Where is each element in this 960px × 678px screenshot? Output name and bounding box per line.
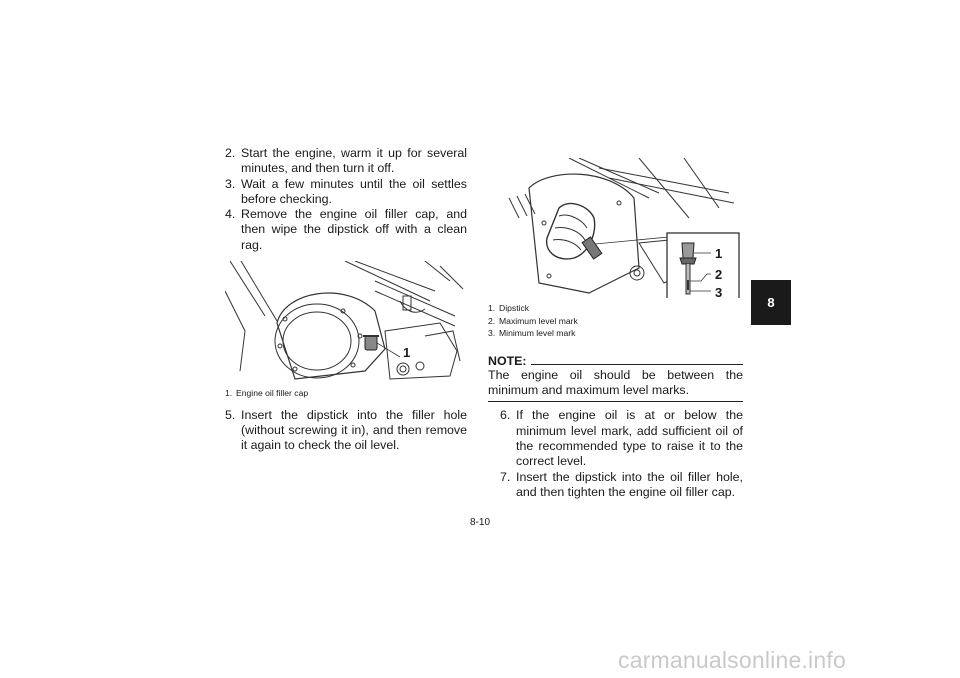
figure1-captions: 1.Engine oil filler cap [225,387,467,400]
page-number: 8-10 [469,517,490,528]
step-item: 6.If the engine oil is at or below the m… [500,408,743,469]
step-item: 5.Insert the dipstick into the filler ho… [225,407,467,453]
dipstick-illustration: 1 2 3 [489,158,743,298]
left-column: 2.Start the engine, warm it up for sever… [225,146,467,454]
callout-1: 1 [403,345,411,361]
caption-item: 2.Maximum level mark [488,315,578,326]
engine-filler-cap-illustration: 1 [225,261,465,382]
step-item: 3.Wait a few minutes until the oil settl… [225,176,467,206]
step-item: 7.Insert the dipstick into the oil fille… [500,469,743,499]
note-box: NOTE: The engine oil should be between t… [488,354,743,403]
figure2-captions: 1.Dipstick 2.Maximum level mark 3.Minimu… [488,302,743,340]
note-rule [530,363,743,365]
note-text: The engine oil should be between the min… [488,368,743,403]
note-heading: NOTE: [488,354,743,368]
chapter-tab: 8 [751,280,791,325]
steps-list-top: 2.Start the engine, warm it up for sever… [225,146,467,253]
caption-item: 1.Engine oil filler cap [225,388,309,399]
step-item: 4.Remove the engine oil filler cap, and … [225,207,467,252]
note-label: NOTE: [488,353,527,368]
steps-list-right: 6.If the engine oil is at or below the m… [500,408,743,500]
callout-3: 3 [715,285,723,298]
steps-list-bottom: 5.Insert the dipstick into the filler ho… [225,408,467,454]
engine-sketch-2 [508,158,740,298]
caption-item: 3.Minimum level mark [488,328,576,339]
callout-2: 2 [715,267,723,282]
step-item: 2.Start the engine, warm it up for sever… [225,146,467,176]
engine-sketch-1 [225,261,464,380]
caption-item: 1.Dipstick [488,303,530,313]
watermark: carmanualsonline.info [618,647,846,673]
callout-1: 1 [715,246,723,261]
right-column: 1 2 3 1.Dipstick 2.Maximum level mark 3.… [488,148,743,500]
